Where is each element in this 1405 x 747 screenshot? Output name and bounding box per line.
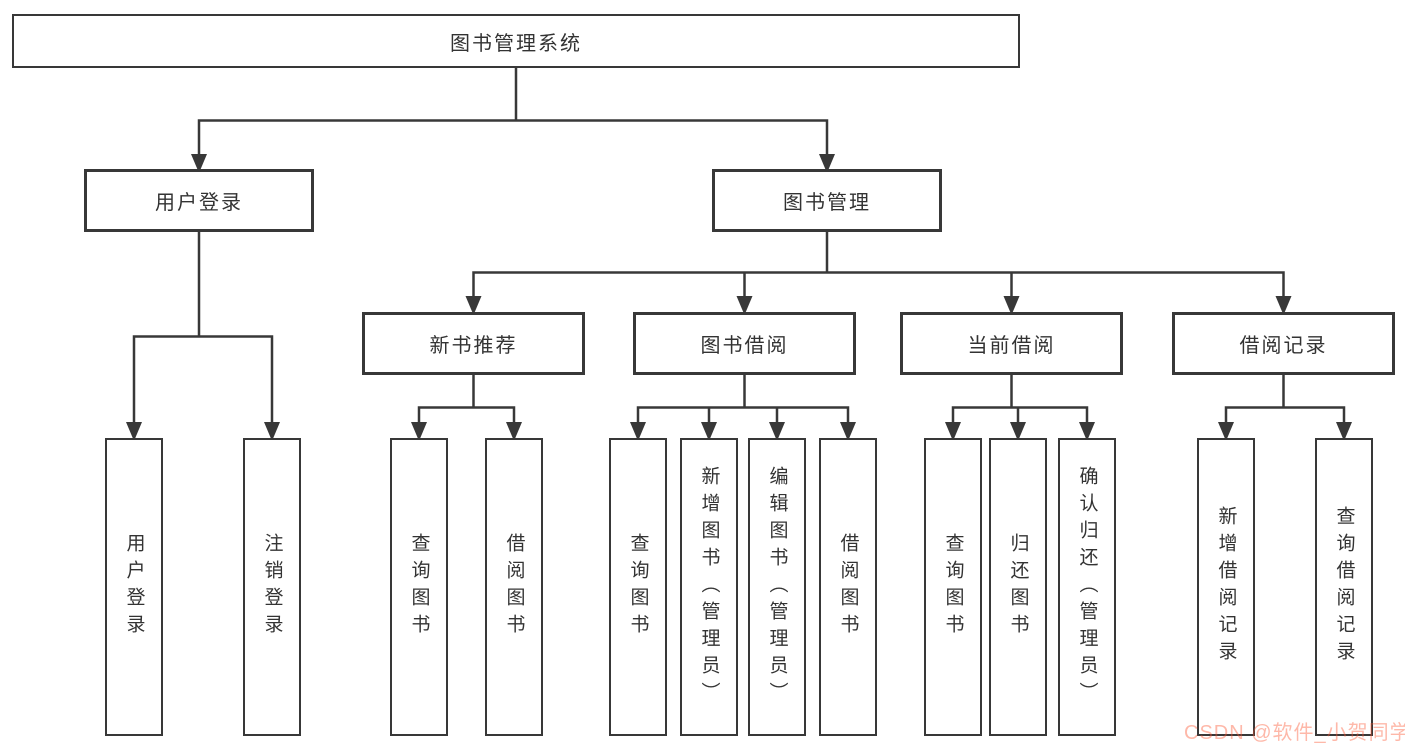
node-library-management-system: 图书管理系统 [12,14,1020,68]
leaf-user-login: 用户登录 [105,438,163,736]
csdn-watermark: CSDN @软件_小贺同学 [1184,722,1405,744]
leaf-query-borrow-record: 查询借阅记录 [1315,438,1373,736]
node-book-management: 图书管理 [712,169,942,232]
leaf-edit-books-admin: 编辑图书（管理员） [748,438,806,736]
node-new-book-recommendation: 新书推荐 [362,312,585,375]
node-current-borrowing: 当前借阅 [900,312,1123,375]
leaf-add-books-admin: 新增图书（管理员） [680,438,738,736]
leaf-borrow-books-recommend: 借阅图书 [485,438,543,736]
leaf-query-books-borrowing: 查询图书 [609,438,667,736]
leaf-add-borrow-record: 新增借阅记录 [1197,438,1255,736]
leaf-borrow-books: 借阅图书 [819,438,877,736]
leaf-query-books-recommend: 查询图书 [390,438,448,736]
node-borrowing-records: 借阅记录 [1172,312,1395,375]
node-book-borrowing: 图书借阅 [633,312,856,375]
leaf-query-books-current: 查询图书 [924,438,982,736]
leaf-return-books: 归还图书 [989,438,1047,736]
leaf-confirm-return-admin: 确认归还（管理员） [1058,438,1116,736]
leaf-logout: 注销登录 [243,438,301,736]
node-user-login: 用户登录 [84,169,314,232]
